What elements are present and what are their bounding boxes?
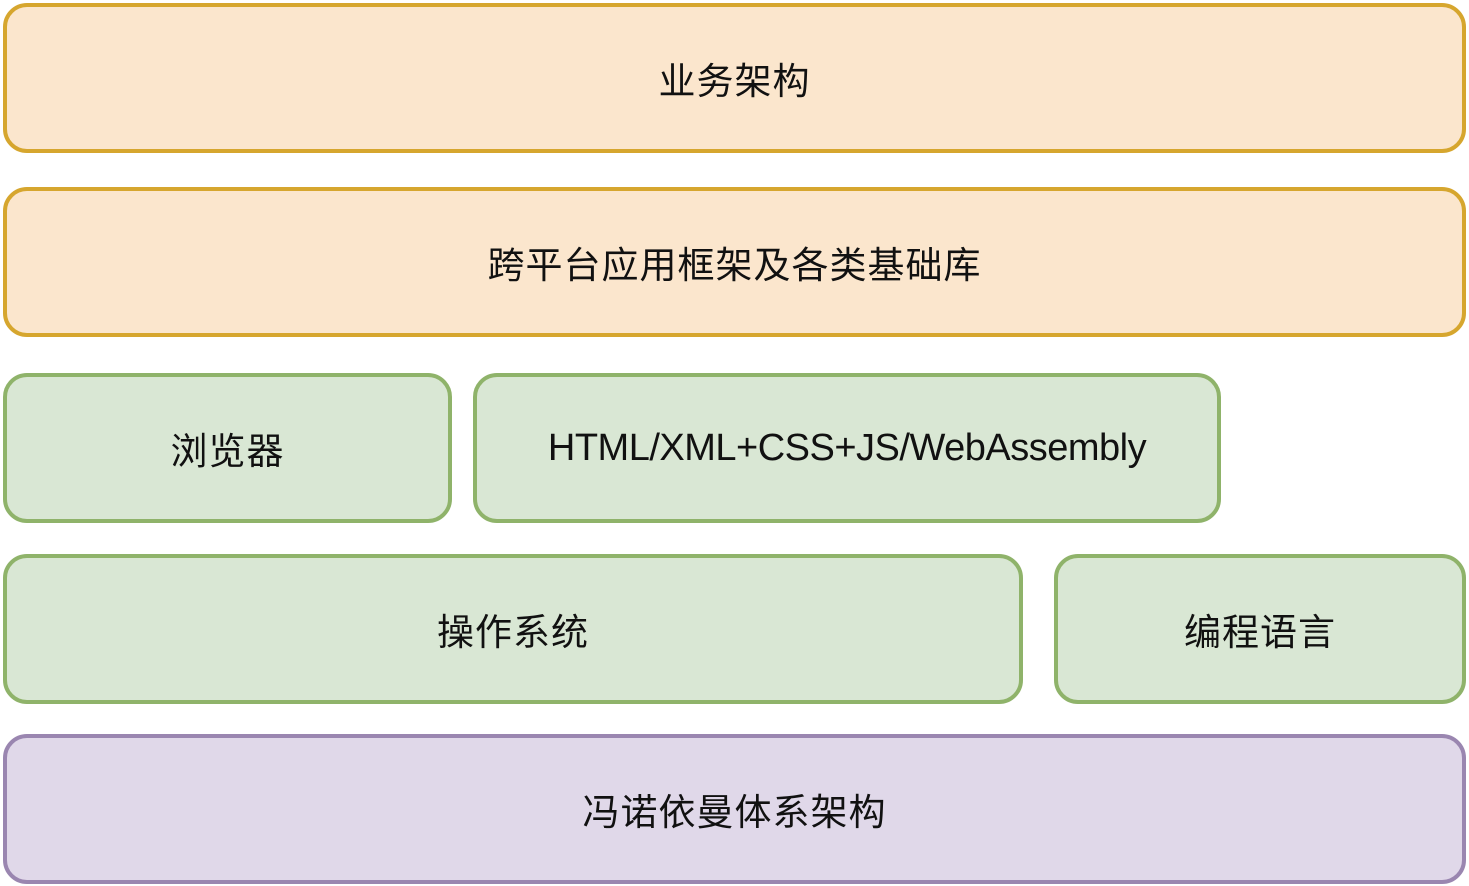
layer-von-neumann-architecture: 冯诺依曼体系架构 xyxy=(3,734,1466,884)
layer-web-technologies-label: HTML/XML+CSS+JS/WebAssembly xyxy=(547,426,1147,469)
layer-browser: 浏览器 xyxy=(3,373,452,523)
layer-operating-system-label: 操作系统 xyxy=(437,611,589,654)
layer-browser-label: 浏览器 xyxy=(170,430,285,473)
layer-operating-system: 操作系统 xyxy=(3,554,1023,704)
layer-cross-platform-framework: 跨平台应用框架及各类基础库 xyxy=(3,187,1466,337)
layer-web-technologies: HTML/XML+CSS+JS/WebAssembly xyxy=(473,373,1221,523)
layer-programming-language-label: 编程语言 xyxy=(1184,611,1336,654)
layer-business-architecture: 业务架构 xyxy=(3,3,1466,153)
layer-von-neumann-architecture-label: 冯诺依曼体系架构 xyxy=(582,791,887,834)
layer-business-architecture-label: 业务架构 xyxy=(658,60,811,103)
layer-programming-language: 编程语言 xyxy=(1054,554,1466,704)
layer-cross-platform-framework-label: 跨平台应用框架及各类基础库 xyxy=(487,244,982,287)
